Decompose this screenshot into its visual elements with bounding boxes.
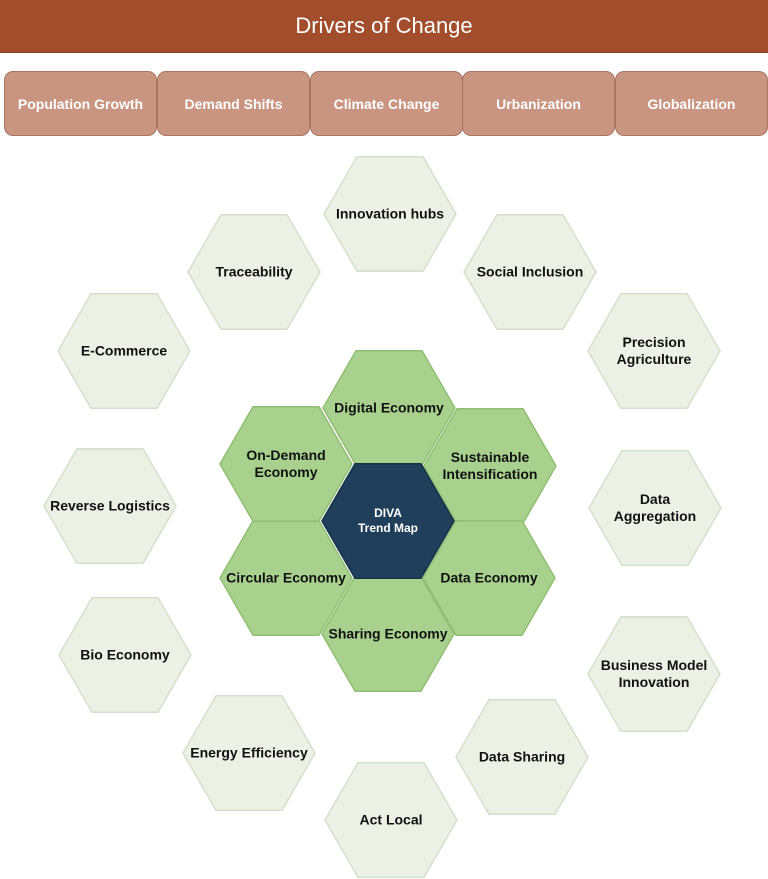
- hex-bio-economy-label: Bio Economy: [80, 646, 170, 663]
- driver-label: Globalization: [647, 95, 736, 112]
- hex-social-inclusion-label: Social Inclusion: [476, 263, 584, 280]
- hex-data-sharing-label: Data Sharing: [478, 748, 566, 765]
- hex-act-local: [324, 762, 458, 878]
- hex-precision-agriculture: [587, 293, 721, 409]
- hex-data-aggregation: [588, 450, 722, 566]
- hex-traceability-label: Traceability: [215, 263, 293, 280]
- hex-digital-economy-label: Digital Economy: [334, 399, 444, 416]
- hex-innovation-hubs: [323, 156, 457, 272]
- hex-data-sharing: [455, 699, 589, 815]
- driver-globalization: Globalization: [615, 71, 768, 136]
- hex-traceability: [187, 214, 321, 330]
- driver-demand-shifts: Demand Shifts: [157, 71, 310, 136]
- hex-innovation-hubs-label: Innovation hubs: [335, 205, 445, 222]
- hex-diva-trend-map: [321, 463, 455, 579]
- hex-data-economy-label: Data Economy: [440, 569, 538, 586]
- hex-circular-economy-label: Circular Economy: [226, 569, 346, 586]
- hex-data-economy: [422, 520, 556, 636]
- hex-reverse-logistics-label: Reverse Logistics: [50, 497, 170, 514]
- driver-population-growth: Population Growth: [4, 71, 157, 136]
- driver-label: Population Growth: [17, 95, 144, 112]
- driver-label: Climate Change: [333, 95, 440, 112]
- hex-e-commerce: [57, 293, 191, 409]
- hex-on-demand-economy-label: On-Demand Economy: [246, 447, 326, 480]
- hex-energy-efficiency-label: Energy Efficiency: [190, 744, 308, 761]
- hex-social-inclusion: [463, 214, 597, 330]
- driver-urbanization: Urbanization: [462, 71, 615, 136]
- driver-label: Demand Shifts: [184, 95, 283, 112]
- hex-sustainable-intensification-label: Sustainable Intensification: [442, 449, 538, 482]
- driver-label: Urbanization: [496, 95, 581, 112]
- hex-data-aggregation-label: Data Aggregation: [613, 491, 697, 524]
- hex-energy-efficiency: [182, 695, 316, 811]
- hex-diva-trend-map-label: DIVA Trend Map: [357, 506, 419, 535]
- hex-business-model-innovation: [587, 616, 721, 732]
- hex-bio-economy: [58, 597, 192, 713]
- hex-business-model-innovation-label: Business Model Innovation: [600, 657, 708, 690]
- page-title: Drivers of Change: [0, 0, 768, 53]
- hex-act-local-label: Act Local: [359, 811, 423, 828]
- hex-reverse-logistics: [43, 448, 177, 564]
- hex-e-commerce-label: E-Commerce: [80, 342, 168, 359]
- hex-on-demand-economy: [219, 406, 353, 522]
- hex-precision-agriculture-label: Precision Agriculture: [616, 334, 692, 367]
- hex-sharing-economy-label: Sharing Economy: [328, 625, 448, 642]
